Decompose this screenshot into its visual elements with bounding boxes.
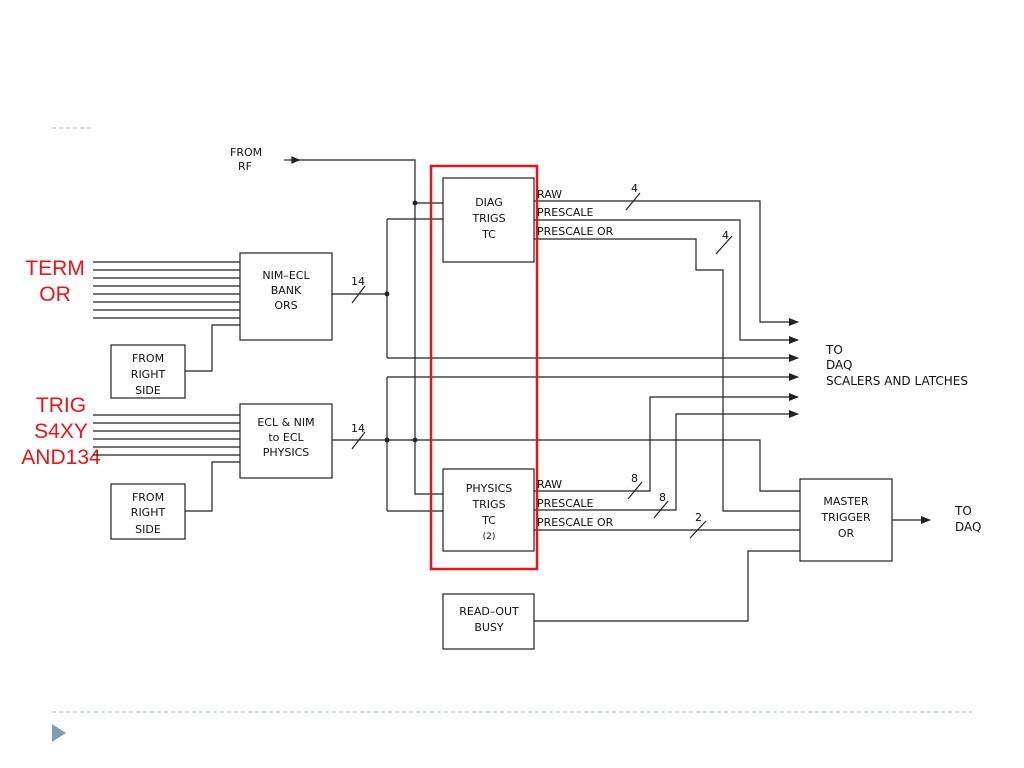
phys-prescale-or-bus-count: 2 [695,511,702,524]
from-rf-line-2: RF [238,160,252,173]
diag-label-2: TRIGS [471,212,505,225]
phys-prescale-bus-count: 8 [659,491,666,504]
nim-ecl-label-2: BANK [271,284,302,297]
to-daq-scalers-line-1: TO [825,343,843,357]
diag-raw-wire [534,200,799,326]
diag-raw-label: RAW [537,188,562,201]
phys-raw-label: RAW [537,478,562,491]
nim-ecl-label-1: NIM–ECL [262,269,310,282]
diag-prescale-bus-count: 4 [722,229,729,242]
master-label-3: OR [838,527,855,540]
trigger-tc-highlight [429,164,539,571]
phys-prescale-wire [534,410,799,511]
diag-prescale-or-wire [534,238,800,512]
from-right-side-1-line-2: RIGHT [131,368,166,381]
term-or-annotation: TERM OR [25,257,85,306]
trig-s4xy-annotation: TRIG S4XY AND134 [21,394,101,469]
from-right-side-2-line-3: SIDE [135,523,161,536]
diag-raw-bus-count: 4 [631,182,638,195]
physics-label-2: TRIGS [471,498,505,511]
nim-ecl-block [239,252,333,341]
phys-raw-wire [534,393,799,492]
physics-label-1: PHYSICS [466,482,513,495]
master-label-1: MASTER [823,495,869,508]
nim-ecl-bus-count: 14 [351,275,365,288]
ecl-nim-block [239,403,333,479]
phys-prescale-or-label: PRESCALE OR [537,516,614,529]
readout-busy-wire [534,550,800,622]
diag-prescale-or-label: PRESCALE OR [537,225,614,238]
ecl-nim-label-2: to ECL [268,431,304,444]
ecl-nim-label-1: ECL & NIM [257,416,314,429]
readout-label-1: READ–OUT [459,605,519,618]
to-daq-scalers-line-2: DAQ [826,358,852,372]
from-right-side-2-line-2: RIGHT [131,506,166,519]
diag-label-3: TC [481,228,496,241]
physics-label-4: (2) [483,532,496,542]
ecl-nim-bus-count: 14 [351,422,365,435]
diag-prescale-label: PRESCALE [537,206,594,219]
nim-ecl-label-3: ORS [274,299,297,312]
to-daq-scalers-line-3: SCALERS AND LATCHES [826,374,968,388]
to-daq-line-1: TO [954,504,972,518]
diag-label-1: DIAG [475,196,503,209]
readout-label-2: BUSY [474,621,504,634]
from-rf-line-1: FROM [230,146,262,159]
phys-prescale-label: PRESCALE [537,497,594,510]
to-daq-line-2: DAQ [955,520,981,534]
physics-label-3: TC [481,514,496,527]
slide-bullet-icon [52,724,66,742]
ecl-nim-label-3: PHYSICS [263,446,310,459]
diag-prescale-wire [534,219,799,344]
from-right-side-2-line-1: FROM [132,491,164,504]
from-right-side-1-line-3: SIDE [135,384,161,397]
master-label-2: TRIGGER [820,511,871,524]
phys-raw-bus-count: 8 [631,472,638,485]
rf-wire [298,159,443,495]
from-right-side-1-line-1: FROM [132,352,164,365]
